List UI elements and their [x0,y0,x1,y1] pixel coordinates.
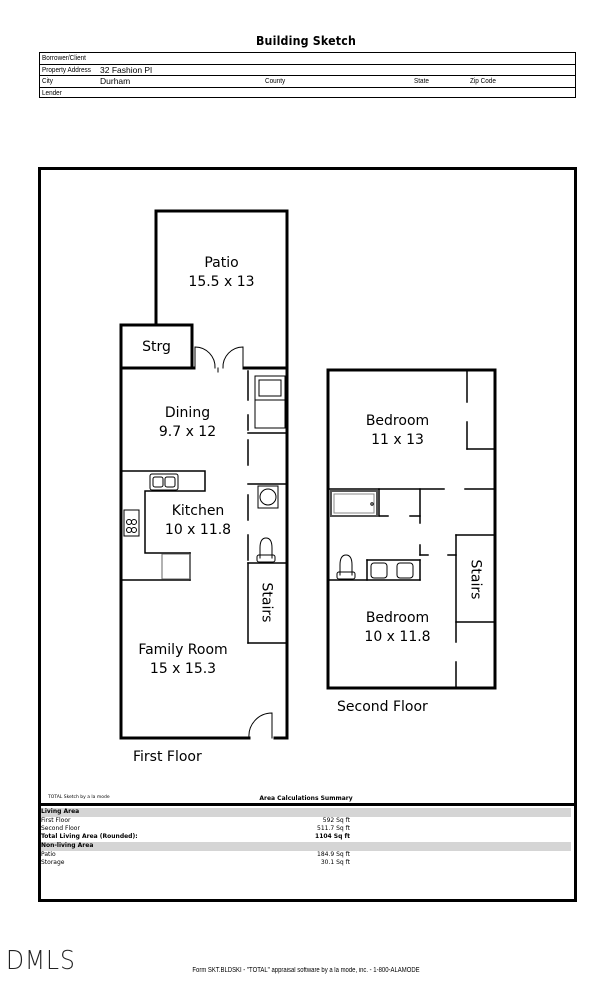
area-summary-title: Area Calculations Summary [259,795,353,802]
room-dims: 10 x 11.8 [364,629,431,645]
room-name: Kitchen [171,503,225,519]
row-label: Second Floor [41,825,80,832]
room-label-dining: Dining 9.7 x 12 [140,404,235,442]
patio-door [194,346,244,373]
page-title: Building Sketch [255,34,357,48]
room-name: Family Room [138,642,228,658]
room-dims: 11 x 13 [371,432,424,448]
lender-label: Lender [42,87,62,97]
form-footer: Form SKT.BLDSKI - "TOTAL" appraisal soft… [192,967,420,974]
room-label-bedroom-2: Bedroom 10 x 11.8 [345,609,450,647]
sketch-frame [38,167,577,902]
room-name: Dining [164,405,211,421]
zip-label: Zip Code [470,76,496,85]
room-label-stairs-first: Stairs [257,573,276,633]
interior-partitions [120,370,288,644]
city-label: City [42,76,53,85]
room-label-patio: Patio 15.5 x 13 [156,254,287,292]
city-row: City Durham County State Zip Code [40,76,575,88]
room-label-bedroom-1: Bedroom 11 x 13 [345,412,450,450]
room-name: Bedroom [365,610,430,626]
dmls-logo: DMLS [6,946,76,976]
borrower-label: Borrower/Client [42,53,86,62]
property-header-table: Borrower/Client Property Address 32 Fash… [39,52,576,98]
second-floor-walls [326,368,497,690]
second-floor-label: Second Floor [337,699,428,715]
area-summary-table: Living Area First Floor 592 Sq ft Second… [38,803,577,902]
room-label-storage: Strg [121,338,192,357]
address-row: Property Address 32 Fashion Pl [40,64,575,76]
section-label: Non-living Area [41,842,94,849]
second-floor-fixtures [330,490,414,580]
room-name: Stairs [467,559,484,600]
nonliving-area-header: Non-living Area [41,842,571,851]
room-name: Stairs [258,582,275,623]
total-living-row: Total Living Area (Rounded): 1104 Sq ft [41,833,571,842]
row-value: 1104 Sq ft [315,833,350,840]
row-label: Total Living Area (Rounded): [41,833,138,840]
room-name: Strg [142,339,171,355]
lender-row: Lender [40,88,575,100]
sketch-credit: TOTAL Sketch by a la mode [48,795,110,800]
row-label: Storage [41,859,65,866]
state-label: State [414,76,429,85]
summary-row: Storage 30.1 Sq ft [41,859,571,868]
summary-row: Second Floor 511.7 Sq ft [41,825,571,834]
room-label-family-room: Family Room 15 x 15.3 [121,641,245,679]
living-area-header: Living Area [41,808,571,817]
patio-walls [154,209,289,370]
section-label: Living Area [41,808,80,815]
room-name: Patio [204,255,239,271]
storage-walls [119,323,194,370]
room-dims: 15 x 15.3 [149,661,217,677]
room-name: Bedroom [365,413,430,429]
front-door [248,712,273,739]
city-value: Durham [100,76,131,86]
county-label: County [265,76,286,85]
borrower-row: Borrower/Client [40,53,575,65]
second-floor-partitions [328,370,495,688]
summary-row: First Floor 592 Sq ft [41,817,571,826]
summary-row: Patio 184.9 Sq ft [41,851,571,860]
room-dims: 9.7 x 12 [158,424,217,440]
room-label-kitchen: Kitchen 10 x 11.8 [148,502,248,540]
address-value: 32 Fashion Pl [100,64,152,75]
row-value: 184.9 Sq ft [317,851,350,858]
row-label: First Floor [41,817,71,824]
first-floor-walls [119,366,289,740]
address-label: Property Address [42,64,91,74]
room-dims: 15.5 x 13 [188,274,255,290]
row-label: Patio [41,851,56,858]
row-value: 511.7 Sq ft [317,825,350,832]
kitchen-fixtures [123,375,286,580]
row-value: 30.1 Sq ft [320,859,350,866]
first-floor-label: First Floor [133,749,202,765]
row-value: 592 Sq ft [322,817,350,824]
room-dims: 10 x 11.8 [164,522,232,538]
room-label-stairs-second: Stairs [466,550,485,610]
